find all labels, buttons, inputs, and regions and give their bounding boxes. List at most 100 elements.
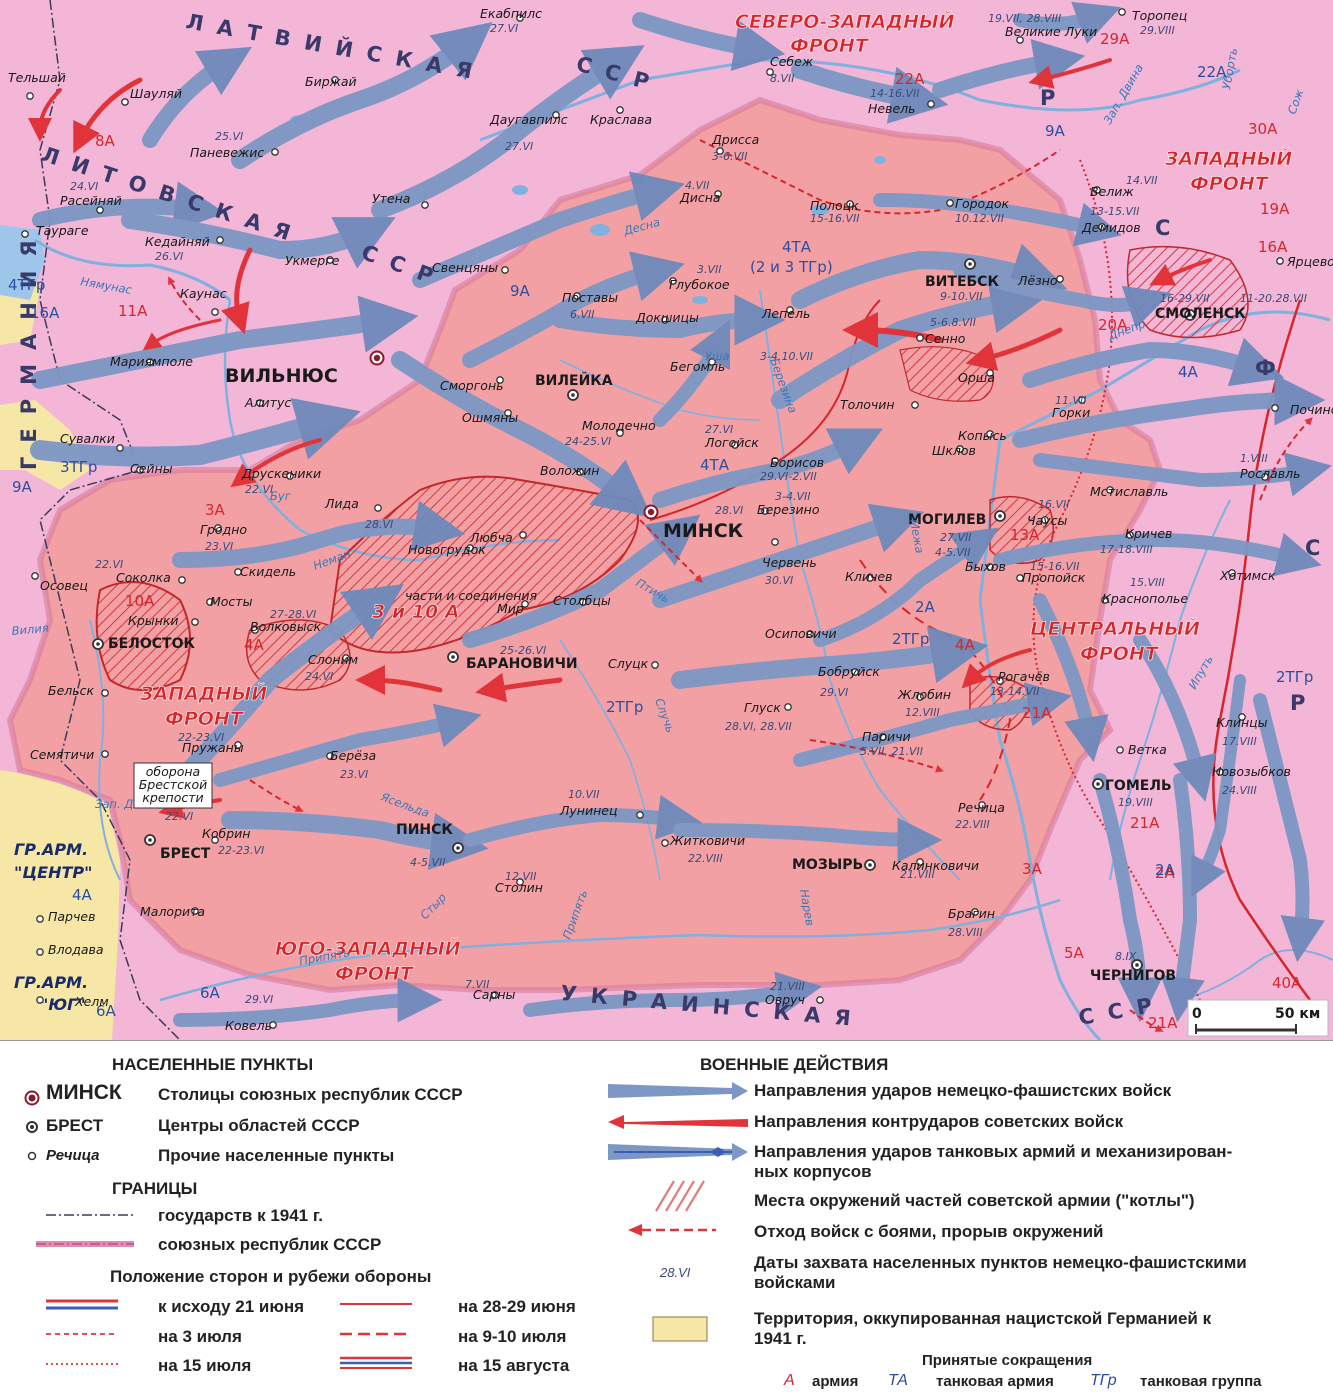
army-label-blue: 9А	[510, 282, 531, 300]
scale-bar	[1187, 999, 1329, 1037]
fortress-annotation-text: оборона	[146, 764, 200, 779]
city-small: Жлобин	[897, 687, 951, 702]
army-group-south-army: 6А	[96, 1002, 117, 1020]
city-small: Укмерге	[285, 253, 340, 268]
army-group-south-label: "ЮГ"	[40, 995, 86, 1014]
pos-july3-symbol-icon	[46, 1333, 118, 1335]
date-label: 6.VII	[570, 308, 595, 321]
city-small: Краслава	[590, 112, 652, 127]
city-small: Мариямполе	[110, 354, 193, 369]
settlement-marker-icon	[516, 14, 524, 22]
city-small: Даугавпилс	[489, 112, 568, 127]
city-small: Поставы	[562, 290, 618, 305]
fortress-annotation-text: крепости	[142, 790, 203, 805]
fortress-annotation-box	[133, 762, 213, 809]
arrow	[1028, 58, 1112, 89]
legend-capital-text: Столицы союзных республик СССР	[158, 1085, 463, 1104]
pos-aug15-symbol-icon	[340, 1356, 412, 1369]
region-rsfsr-letter: С	[1155, 216, 1184, 240]
front-northwest-label: СЕВЕРО-ЗАПАДНЫЙ	[735, 10, 955, 33]
date-label: 12.VIII	[905, 706, 940, 719]
settlement-marker-icon	[851, 668, 859, 676]
legend-mil-tank-l2: ных корпусов	[754, 1162, 872, 1181]
city-oblast: БЕЛОСТОК	[108, 636, 195, 652]
state-border	[39, 0, 181, 1041]
city-small: Калинковичи	[892, 858, 979, 873]
army-label-red: 13А	[1010, 526, 1040, 544]
date-label: 7.VII	[465, 978, 490, 991]
date-label: 4.VII	[685, 179, 710, 192]
settlement-marker-icon	[96, 206, 104, 214]
city-small: Дрисса	[711, 132, 759, 147]
front-line-aug15	[1212, 299, 1312, 1001]
city-small: Соколка	[116, 570, 171, 585]
arrow	[671, 626, 989, 689]
settlement-marker-icon	[911, 401, 919, 409]
lake	[590, 224, 610, 236]
arrow	[462, 514, 701, 648]
city-small: Сенно	[925, 331, 966, 346]
oblast-marker-icon	[567, 389, 579, 401]
date-label: 27.VI	[505, 140, 533, 153]
settlement-marker-icon	[374, 504, 382, 512]
city-small: Сарны	[473, 987, 515, 1002]
city-small: Кобрин	[202, 826, 250, 841]
date-label: 24.VIII	[1222, 784, 1257, 797]
settlement-marker-icon	[1261, 473, 1269, 481]
pos-july15-symbol-icon	[46, 1363, 118, 1365]
city-small: Шауляй	[130, 86, 182, 101]
settlement-marker-icon	[916, 858, 924, 866]
arrow	[842, 312, 943, 349]
settlement-marker-icon	[661, 316, 669, 324]
date-label: 17.VIII	[1222, 735, 1257, 748]
city-small: Паричи	[862, 729, 911, 744]
river-pripyat	[159, 898, 1061, 1002]
settlement-marker-icon	[771, 457, 779, 465]
army-label-blue: 2А	[915, 598, 936, 616]
city-small: Толочин	[840, 397, 895, 412]
date-label: 4-5.VII	[935, 546, 970, 559]
date-label: 16.VII	[1038, 498, 1070, 511]
settlement-marker-icon	[552, 111, 560, 119]
settlement-marker-icon	[178, 576, 186, 584]
city-small: Бобруйск	[818, 664, 880, 679]
river-sozh	[1109, 499, 1231, 881]
arrow	[475, 672, 563, 703]
date-label: 15-16.VII	[1030, 560, 1079, 573]
capital-symbol-icon	[24, 1090, 40, 1106]
lake	[874, 156, 886, 164]
river-label: Нарев	[797, 888, 817, 927]
date-label: 29.VI	[245, 993, 273, 1006]
region-rsfsr-letter: Ф	[1255, 356, 1290, 380]
oblast-marker-icon	[994, 510, 1006, 522]
state-border-symbol-icon	[46, 1214, 134, 1216]
date-label: 23.VI	[205, 540, 233, 553]
arrow	[809, 739, 944, 773]
army-label-blue: 4ТГр	[8, 276, 45, 294]
arrow	[1133, 633, 1217, 802]
city-small: Велиж	[1090, 184, 1134, 199]
legend-abbr-tgr: ТГр	[1090, 1372, 1117, 1389]
city-capital-minsk: МИНСК	[663, 520, 744, 542]
city-oblast: БРЕСТ	[160, 846, 211, 862]
city-small: Сейны	[130, 461, 173, 476]
date-label: 27.VI	[705, 423, 733, 436]
settlement-marker-icon	[101, 750, 109, 758]
settlement-marker-icon	[36, 915, 44, 923]
arrow	[1191, 674, 1246, 898]
legend-military-header: ВОЕННЫЕ ДЕЙСТВИЯ	[700, 1055, 889, 1074]
settlement-marker-icon	[879, 733, 887, 741]
city-small: Рославль	[1240, 466, 1300, 481]
city-small: Логойск	[704, 435, 759, 450]
arrow	[142, 318, 222, 351]
city-small: Мосты	[210, 594, 253, 609]
arrow	[172, 500, 466, 568]
date-label: 13-14.VII	[990, 685, 1039, 698]
army-label-red: 16А	[1258, 238, 1288, 256]
city-small: Городок	[955, 196, 1009, 211]
settlement-marker-icon	[501, 266, 509, 274]
legend-dates-sample: 28.VI	[660, 1265, 691, 1280]
legend-mil-encircle: Места окружений частей советской армии (…	[754, 1191, 1195, 1210]
city-small: Глубокое	[669, 277, 730, 292]
date-label: 14-16.VII	[870, 87, 919, 100]
